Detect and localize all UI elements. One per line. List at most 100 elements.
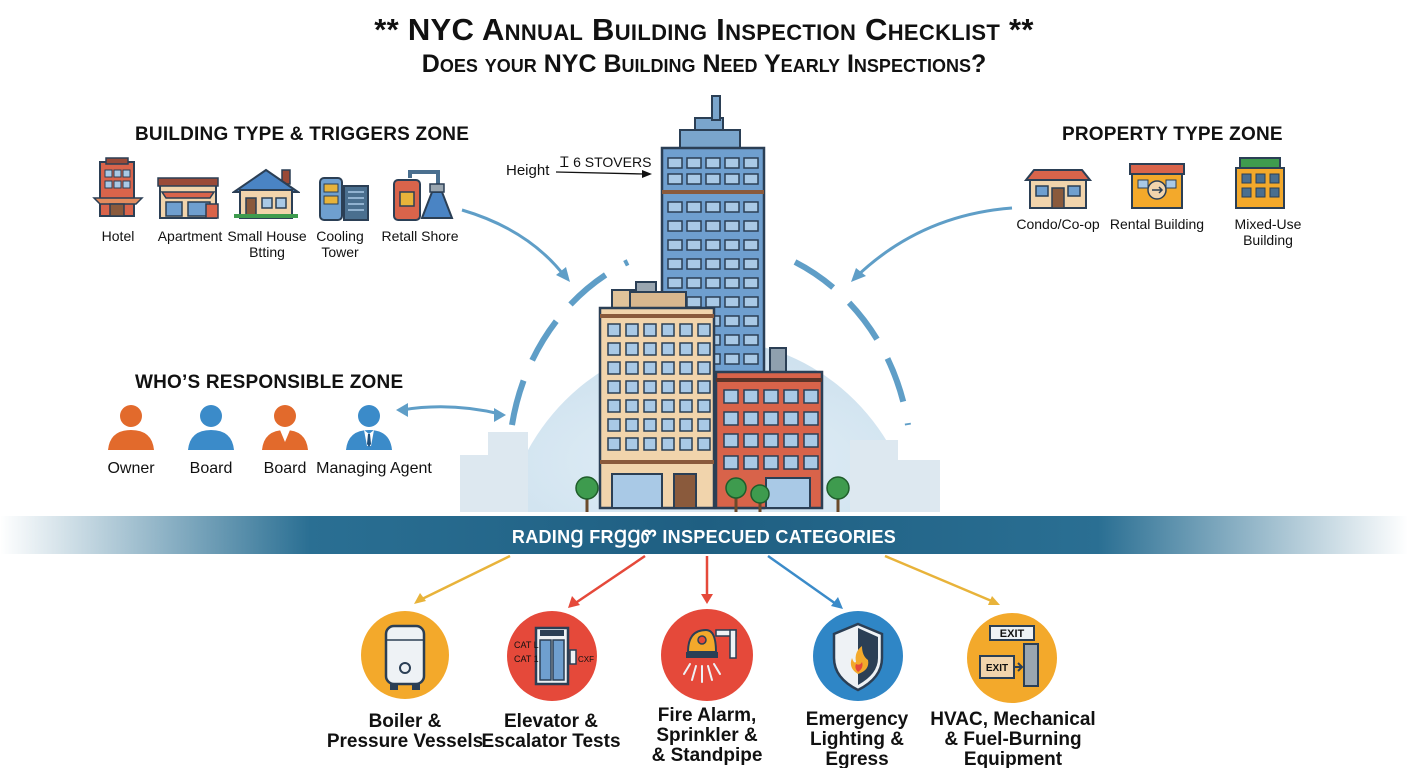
- window: [697, 437, 711, 451]
- window: [723, 389, 739, 404]
- arrow-property-zone: [853, 206, 1013, 280]
- window: [643, 399, 657, 413]
- trees: [575, 476, 850, 512]
- window: [743, 277, 759, 289]
- window: [783, 411, 799, 426]
- window: [667, 220, 683, 232]
- window: [667, 277, 683, 289]
- board-icon: [186, 402, 236, 452]
- exit-sign-text-bottom: EXIT: [986, 663, 1008, 674]
- window: [705, 277, 721, 289]
- responsible-label-board: Board: [189, 460, 233, 477]
- window: [724, 277, 740, 289]
- window: [643, 323, 657, 337]
- category-hvac: EXIT EXIT: [966, 612, 1058, 704]
- window: [686, 239, 702, 251]
- window: [763, 455, 779, 470]
- window: [607, 418, 621, 432]
- window: [724, 258, 740, 270]
- window: [661, 342, 675, 356]
- window: [705, 157, 721, 169]
- cooling-tower-icon: [316, 172, 372, 222]
- building-label-small-house: Small House Btting: [226, 228, 308, 260]
- window: [723, 411, 739, 426]
- building-label-retail-store: Retall Shore: [381, 228, 459, 244]
- window: [724, 315, 740, 327]
- category-label-boiler: Boiler & Pressure Vessels: [326, 711, 484, 752]
- page-title: ** NYC Annual Building Inspection Checkl…: [374, 12, 1034, 47]
- board-member-icon: [260, 402, 310, 452]
- window: [705, 201, 721, 213]
- shield-flame-icon: [813, 611, 903, 701]
- height-value: Ꮖ 6 STOVERS: [560, 154, 652, 170]
- window: [625, 380, 639, 394]
- window: [625, 323, 639, 337]
- property-label-condo: Condo/Co-op: [1016, 216, 1100, 232]
- window: [803, 433, 819, 448]
- window: [679, 342, 693, 356]
- background-skyline: [460, 432, 940, 512]
- arrow-head: [988, 596, 1000, 605]
- apartment-icon: [156, 172, 222, 222]
- boiler-icon: [361, 611, 449, 699]
- category-label-emergency: Emergency Lighting & Egress: [805, 709, 909, 768]
- responsible-label-owner: Owner: [107, 460, 155, 477]
- hotel-icon: [88, 156, 148, 222]
- window: [763, 411, 779, 426]
- height-label: Height: [506, 162, 550, 179]
- retail-store-icon: [388, 168, 454, 222]
- window: [724, 296, 740, 308]
- window: [743, 296, 759, 308]
- window: [643, 437, 657, 451]
- window: [743, 411, 759, 426]
- sprinkler-icon: [661, 609, 753, 701]
- elevator-icon: CAT L CAT 1 CXF: [507, 611, 597, 701]
- beige-building: [598, 281, 716, 510]
- window: [686, 258, 702, 270]
- condo-icon: [1023, 164, 1093, 212]
- window: [667, 157, 683, 169]
- arc-right: [793, 259, 911, 426]
- window: [679, 323, 693, 337]
- window: [643, 342, 657, 356]
- category-fire: [660, 608, 754, 702]
- window: [667, 258, 683, 270]
- window: [661, 437, 675, 451]
- window: [661, 361, 675, 375]
- window: [803, 389, 819, 404]
- arrow-head: [396, 403, 408, 417]
- window: [625, 418, 639, 432]
- window: [697, 418, 711, 432]
- exit-sign-icon: EXIT EXIT: [967, 613, 1057, 703]
- owner-icon: [106, 402, 156, 452]
- window: [686, 220, 702, 232]
- window: [724, 239, 740, 251]
- window: [661, 418, 675, 432]
- category-boiler: [360, 610, 450, 700]
- window: [607, 361, 621, 375]
- window: [705, 173, 721, 185]
- window: [743, 389, 759, 404]
- window: [763, 433, 779, 448]
- arrow-head: [701, 594, 713, 604]
- window: [697, 342, 711, 356]
- rental-building-icon: [1126, 160, 1188, 212]
- window: [697, 361, 711, 375]
- window: [723, 433, 739, 448]
- window: [625, 361, 639, 375]
- window: [679, 380, 693, 394]
- window: [679, 361, 693, 375]
- window: [724, 201, 740, 213]
- window: [607, 399, 621, 413]
- window: [686, 296, 702, 308]
- property-label-rental: Rental Building: [1109, 216, 1205, 232]
- responsible-label-board-2: Board: [263, 460, 307, 477]
- window: [783, 389, 799, 404]
- window: [743, 173, 759, 185]
- window: [607, 380, 621, 394]
- category-label-fire: Fire Alarm, Sprinkler & & Standpipe: [651, 705, 763, 766]
- window: [743, 201, 759, 213]
- window: [705, 220, 721, 232]
- window: [724, 220, 740, 232]
